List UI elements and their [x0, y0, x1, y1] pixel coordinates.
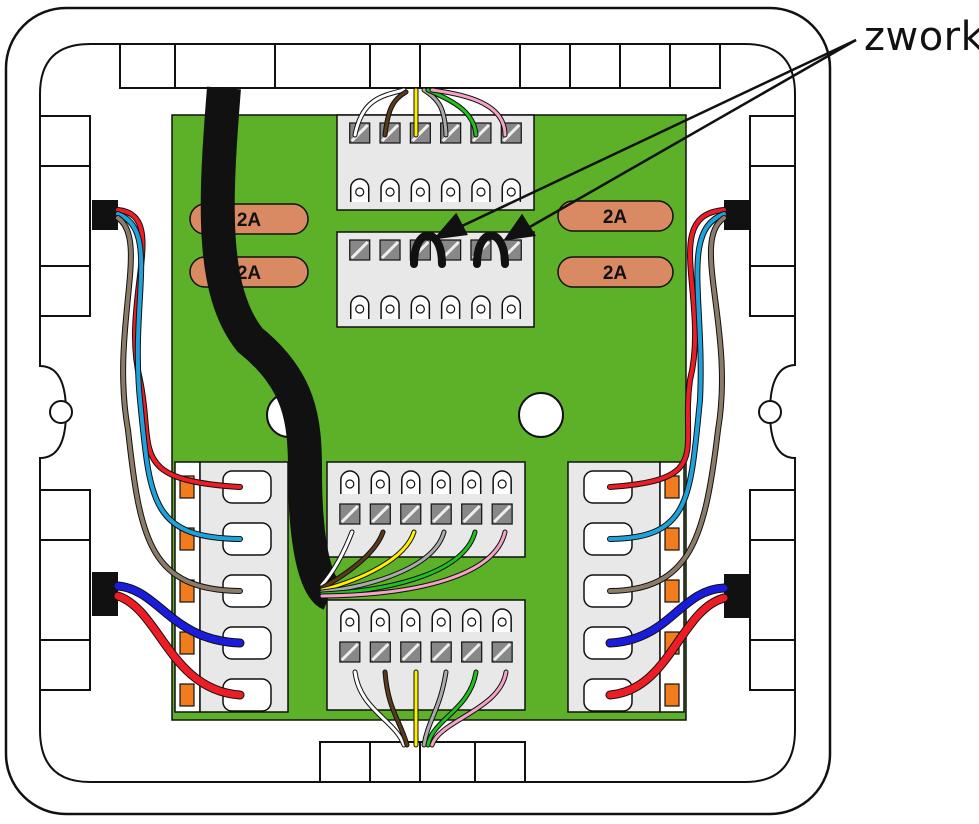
wire-top-6 [430, 88, 507, 137]
terminal-block-top-2 [336, 231, 535, 328]
arrow-head-2 [503, 213, 537, 241]
wire-cable-4 [320, 530, 446, 594]
main-cable [200, 86, 340, 610]
top-knockouts [119, 43, 721, 89]
wire-cable-3 [320, 530, 416, 592]
bottom-knockout [319, 741, 526, 783]
wire-right-lightblue [608, 212, 726, 541]
arrow-head-1 [432, 212, 468, 240]
wire-left-brown [116, 216, 242, 593]
terminal-block-bottom-1 [326, 461, 526, 558]
wire-bottom-5 [426, 670, 478, 747]
lever-2 [664, 527, 680, 551]
wire-bottom-1 [353, 670, 406, 747]
fuse-left-bottom-label: 2A [237, 263, 262, 284]
wire-bottom-2 [383, 670, 409, 747]
fuse-left-top-label: 2A [237, 210, 262, 231]
jumper-2 [473, 231, 509, 268]
mount-hole-right [758, 400, 782, 424]
callout-arrows [432, 38, 857, 241]
lever-5 [664, 683, 680, 707]
wire-left-blue [114, 582, 244, 647]
terminal-block-top-1 [336, 114, 535, 211]
wire-right-red-2 [606, 594, 728, 699]
wire-cable-1 [320, 530, 354, 587]
callout-label: zworki [864, 14, 979, 60]
wire-cable-6 [320, 530, 507, 598]
cable-glands [92, 200, 750, 618]
jumper-1 [410, 231, 446, 268]
wire-left-red-2 [114, 592, 244, 699]
fuse-right-bottom: 2A [557, 256, 674, 288]
wire-bottom-6 [430, 670, 508, 747]
lever-3 [664, 579, 680, 603]
fuse-right-top-label: 2A [603, 207, 628, 228]
wire-left-lightblue [116, 212, 242, 541]
fuse-right-top: 2A [557, 200, 674, 232]
wire-right-blue [606, 584, 728, 647]
wire-cable-5 [320, 530, 477, 596]
wire-cable-2 [320, 530, 385, 590]
fuse-right-bottom-label: 2A [603, 263, 628, 284]
wire-top-2 [383, 90, 408, 137]
terminal-blocks [326, 114, 535, 711]
side-knockouts [39, 115, 796, 691]
wire-right-brown [608, 216, 726, 593]
wire-bottom-4 [422, 670, 448, 747]
pcb-hole-right [518, 392, 564, 438]
mount-hole-left [49, 400, 73, 424]
wire-top-1 [353, 88, 406, 137]
lever-5 [179, 683, 195, 707]
wires [113, 87, 729, 748]
wire-right-red [608, 208, 726, 489]
lever-block-right [567, 461, 685, 713]
jumpers [410, 231, 509, 268]
lever-block-left [174, 461, 289, 713]
